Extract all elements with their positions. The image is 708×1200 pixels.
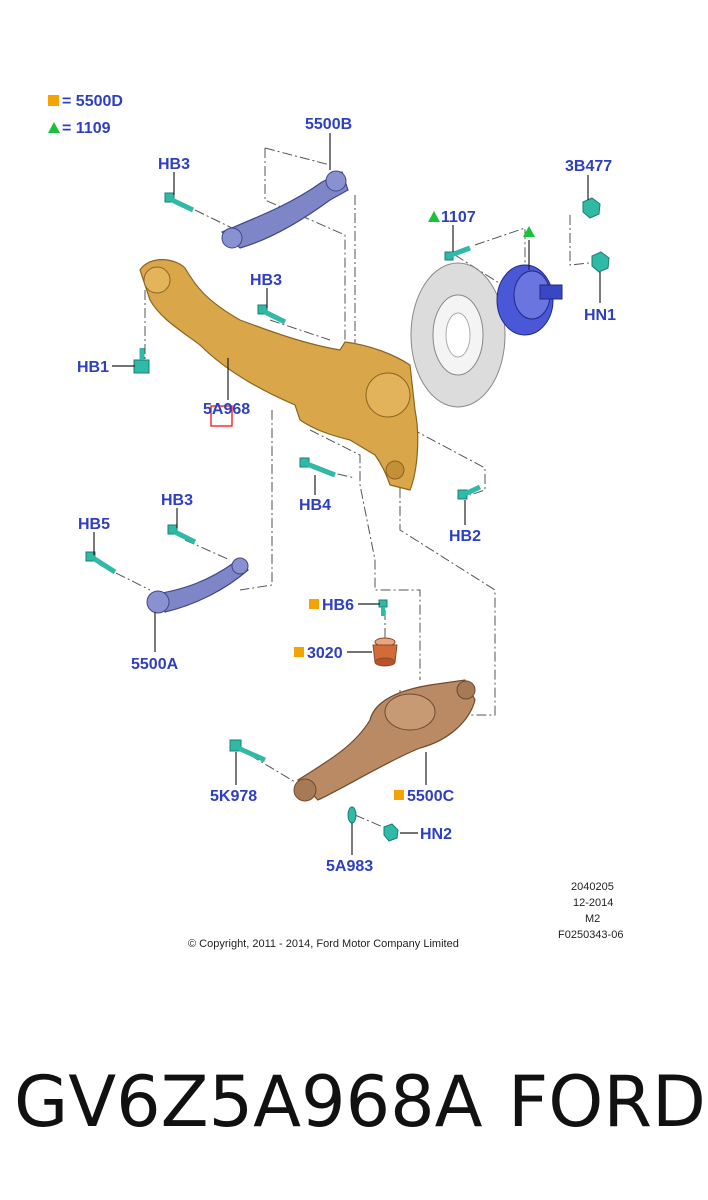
leader-lines xyxy=(93,133,601,855)
label-hb6-square-icon xyxy=(309,599,319,609)
label-5500b: 5500B xyxy=(305,116,352,133)
knuckle-front-bushing xyxy=(143,266,171,294)
label-3020-square-icon xyxy=(294,647,304,657)
toe-arm-bushing-inner xyxy=(146,590,170,614)
upper-arm-5500b xyxy=(220,171,349,249)
lower-arm-outer-bushing xyxy=(456,680,476,700)
exploded-suspension-diagram: = 5500D = 1109 xyxy=(48,93,623,950)
label-5500a: 5500A xyxy=(131,656,179,673)
toe-arm-5500a xyxy=(148,561,250,613)
label-5500c: 5500C xyxy=(407,788,455,805)
legend-triangle-icon xyxy=(48,122,60,133)
label-hn1: HN1 xyxy=(584,307,616,324)
nut-hn2 xyxy=(383,823,399,842)
label-hb4: HB4 xyxy=(299,497,331,514)
washer-5a983 xyxy=(347,806,357,824)
knuckle-hub-bore xyxy=(365,372,411,418)
label-5k978: 5K978 xyxy=(210,788,257,805)
bolt-hb3-upper xyxy=(164,192,195,213)
label-1107-triangle-icon xyxy=(428,211,440,222)
label-hb3-upper: HB3 xyxy=(158,156,190,173)
assembly-lines xyxy=(99,147,599,831)
part-number: GV6Z5A968A xyxy=(14,1061,483,1143)
dust-shield xyxy=(410,262,506,408)
label-1107: 1107 xyxy=(441,209,476,226)
bolt-hb5 xyxy=(85,551,117,575)
meta-ref: F0250343-06 xyxy=(558,929,623,941)
bolt-hb3-middle xyxy=(257,304,287,325)
lower-arm-spring-seat xyxy=(384,693,436,731)
label-5500c-square-icon xyxy=(394,790,404,800)
bolt-hb4 xyxy=(299,457,336,478)
lower-arm-5500c xyxy=(297,679,476,801)
upper-arm-bushing-outer xyxy=(325,170,347,192)
meta-model: M2 xyxy=(585,913,600,925)
label-hb2: HB2 xyxy=(449,528,481,545)
legend-square-label: = 5500D xyxy=(62,93,123,110)
nut-hn1 xyxy=(591,251,610,273)
bolt-1107 xyxy=(444,245,471,261)
brand-name: FORD xyxy=(508,1061,706,1143)
nut-3b477 xyxy=(582,197,601,219)
hub-triangle-icon xyxy=(523,226,535,237)
bushing-3020 xyxy=(372,637,398,667)
toe-arm-bushing-outer xyxy=(231,557,249,575)
label-hb3-lower: HB3 xyxy=(161,492,193,509)
label-hb3-middle: HB3 xyxy=(250,272,282,289)
meta-code: 2040205 xyxy=(571,881,614,893)
label-hb6: HB6 xyxy=(322,597,354,614)
bolt-5k978 xyxy=(229,739,267,763)
label-hb1: HB1 xyxy=(77,359,109,376)
bolt-hb2 xyxy=(457,484,482,500)
knuckle-5a968 xyxy=(139,259,419,491)
upper-arm-bushing-inner xyxy=(221,227,243,249)
bolt-hb3-lower xyxy=(167,524,197,545)
highlight-marker xyxy=(210,405,233,427)
legend-square-icon xyxy=(48,95,59,106)
label-hb5: HB5 xyxy=(78,516,110,533)
label-5a968: 5A968 xyxy=(203,401,250,418)
label-hn2: HN2 xyxy=(420,826,452,843)
knuckle-lower-eye xyxy=(385,460,405,480)
bolt-hb1 xyxy=(133,348,150,374)
label-3b477: 3B477 xyxy=(565,158,612,175)
hub-bearing xyxy=(496,264,563,336)
lower-arm-inner-bushing xyxy=(293,778,317,802)
copyright: © Copyright, 2011 - 2014, Ford Motor Com… xyxy=(188,938,459,950)
label-3020: 3020 xyxy=(307,645,343,662)
label-5a983: 5A983 xyxy=(326,858,373,875)
legend-triangle-label: = 1109 xyxy=(62,120,111,137)
bolt-hb6 xyxy=(378,599,388,616)
meta-date: 12-2014 xyxy=(573,897,613,909)
